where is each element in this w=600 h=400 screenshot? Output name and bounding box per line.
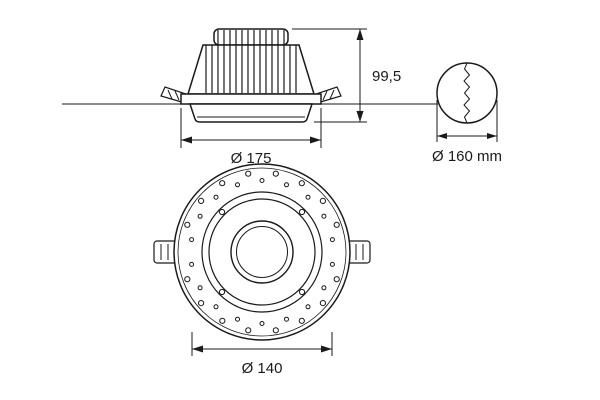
- trim-ring-inner-circle: [208, 198, 316, 306]
- flange: [180, 93, 322, 105]
- cut-edge-zigzag: [463, 62, 471, 124]
- trim-ring-outer-circle: [201, 191, 323, 313]
- front-view: [153, 163, 371, 341]
- inner-diameter-label: Ø 140: [242, 360, 283, 377]
- diameter-140-dimension: Ø 140: [191, 332, 333, 377]
- ring-screw-holes: [218, 208, 306, 296]
- lens-inner-circle: [236, 226, 288, 278]
- perforation-holes: [184, 170, 340, 334]
- side-view: [62, 28, 438, 123]
- front-clip-left: [153, 240, 179, 264]
- mounting-spring-left: [160, 86, 187, 104]
- height-dimension: 99,5: [292, 28, 401, 123]
- flange-diameter-label: Ø 175: [231, 150, 272, 167]
- outer-rim-inner-circle: [177, 167, 347, 337]
- lens-outer-circle: [230, 220, 294, 284]
- cutout-detail: Ø 160 mm: [432, 62, 502, 165]
- heatsink-cap: [213, 28, 289, 46]
- cutout-diameter-label: Ø 160 mm: [432, 148, 502, 165]
- outer-rim-circle: [173, 163, 351, 341]
- height-dimension-label: 99,5: [372, 68, 401, 85]
- heatsink-body: [186, 44, 316, 95]
- bezel: [188, 103, 314, 123]
- diameter-175-dimension: Ø 175: [180, 108, 322, 167]
